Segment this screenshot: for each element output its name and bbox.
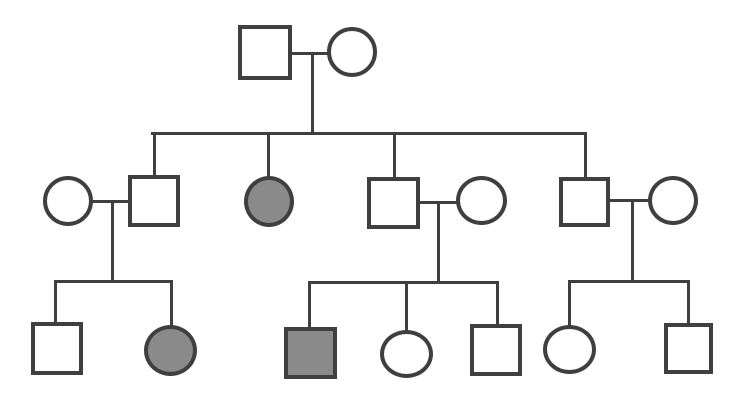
pedigree-individual-ii-2-male bbox=[128, 175, 180, 227]
pedigree-individual-iii-6-female bbox=[543, 325, 596, 374]
connector-marriage-line-18 bbox=[608, 198, 650, 202]
connector-descent-line-3 bbox=[152, 131, 156, 177]
pedigree-individual-ii-3-female-affected bbox=[244, 176, 294, 227]
connector-descent-line-13 bbox=[436, 200, 440, 284]
pedigree-individual-iii-3-male-affected bbox=[284, 327, 337, 379]
connector-descent-line-21 bbox=[567, 279, 571, 328]
pedigree-individual-ii-5-female bbox=[456, 176, 507, 225]
pedigree-individual-iii-1-male bbox=[31, 322, 83, 375]
pedigree-individual-ii-1-female bbox=[43, 176, 93, 226]
pedigree-individual-ii-6-male bbox=[559, 177, 610, 227]
connector-descent-line-15 bbox=[307, 280, 311, 330]
connector-descent-line-8 bbox=[110, 199, 114, 283]
connector-descent-line-5 bbox=[392, 131, 396, 180]
connector-descent-line-22 bbox=[686, 279, 690, 326]
connector-descent-line-4 bbox=[266, 131, 270, 179]
connector-sibship-line-20 bbox=[567, 279, 690, 283]
connector-descent-line-11 bbox=[169, 279, 173, 328]
connector-sibship-line-9 bbox=[53, 279, 173, 283]
connector-descent-line-19 bbox=[630, 198, 634, 283]
pedigree-individual-iii-5-male bbox=[470, 324, 522, 376]
pedigree-individual-i-1-male bbox=[238, 25, 292, 80]
connector-sibship-line-2 bbox=[150, 131, 587, 135]
connector-sibship-line-14 bbox=[307, 280, 499, 284]
pedigree-individual-iii-4-female bbox=[380, 330, 433, 378]
pedigree-individual-i-2-female bbox=[327, 27, 377, 77]
connector-descent-line-6 bbox=[583, 131, 587, 180]
connector-descent-line-16 bbox=[404, 280, 408, 333]
connector-descent-line-17 bbox=[495, 280, 499, 327]
pedigree-individual-ii-7-female bbox=[648, 176, 698, 225]
pedigree-individual-iii-2-female-affected bbox=[144, 325, 197, 376]
connector-descent-line-10 bbox=[53, 279, 57, 325]
pedigree-individual-ii-4-male bbox=[367, 177, 420, 229]
pedigree-individual-iii-7-male bbox=[664, 323, 713, 374]
connector-descent-line-1 bbox=[310, 51, 314, 135]
connector-marriage-line-0 bbox=[290, 51, 329, 55]
